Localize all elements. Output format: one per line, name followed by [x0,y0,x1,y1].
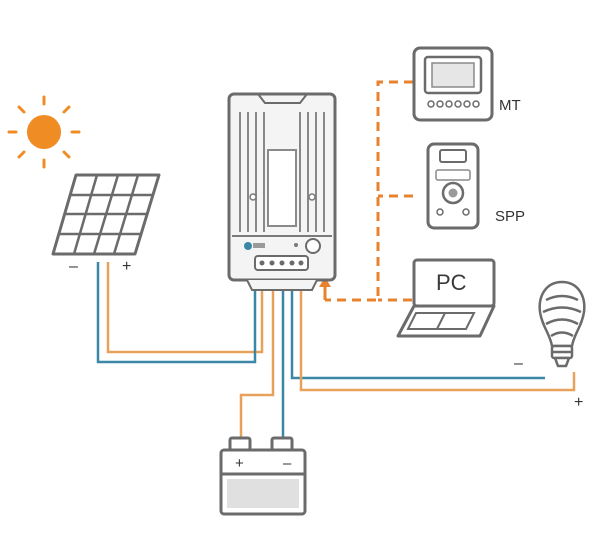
pv-minus-sign: – [69,258,78,275]
wires [96,262,576,438]
solar-panel-icon [51,173,161,256]
brand-logo [244,242,265,250]
battery-icon [219,436,307,516]
meter-label: MT [499,97,521,114]
comm-link-arrow [319,277,331,300]
laptop-pc-icon [396,258,496,338]
spp-label: SPP [495,208,526,225]
battery-positive-wire [239,290,275,438]
pv-positive-wire [106,262,264,354]
pc-label: PC [436,270,467,295]
battery-plus-sign: + [235,455,244,472]
light-bulb-icon [538,280,586,368]
remote-meter-icon [412,46,494,122]
load-positive-wire [299,290,576,392]
pv-plus-sign: + [122,258,132,275]
battery-minus-sign: – [283,455,292,472]
sun-icon [7,95,81,169]
comm-link [325,80,413,302]
load-plus-sign: + [574,394,584,411]
spp-device-icon [426,142,480,230]
load-minus-sign: – [514,355,523,372]
charge-controller-icon [227,92,337,291]
pv-negative-wire [96,262,257,364]
load-negative-wire [290,290,545,380]
